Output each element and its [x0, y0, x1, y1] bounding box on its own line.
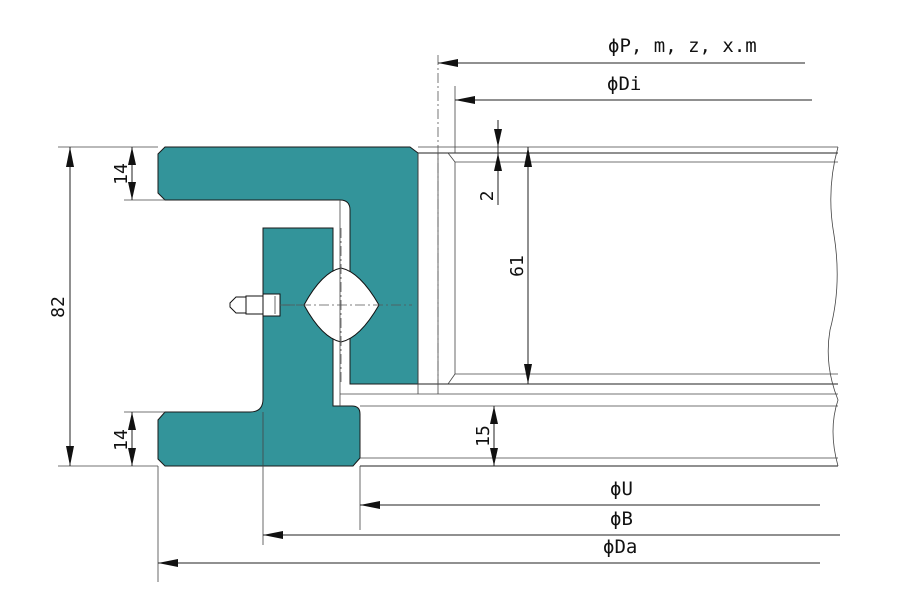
inner-height-dimension: 61 — [507, 147, 532, 384]
bottom-offset-dimension: 15 — [473, 406, 498, 466]
inner-height-value: 61 — [507, 255, 528, 277]
top-flange-dimension: 14 — [111, 147, 165, 201]
gap-value: 2 — [477, 191, 498, 202]
dimension-b-label: ϕB — [610, 508, 633, 530]
overall-height-value: 82 — [48, 296, 69, 318]
gear-body-outline — [339, 146, 839, 467]
dimension-da-label: ϕDa — [603, 536, 637, 558]
inner-diameter-dimension: ϕDi — [454, 73, 812, 153]
bottom-flange-dimension: 14 — [111, 411, 165, 466]
dimension-da: ϕDa — [157, 466, 820, 582]
bottom-flange-value: 14 — [111, 429, 132, 451]
inner-ring-section — [157, 227, 361, 467]
grease-nipple — [229, 293, 302, 317]
inner-diameter-label: ϕDi — [607, 73, 641, 95]
dimension-b: ϕB — [262, 412, 840, 545]
pitch-label: ϕP, m, z, x.m — [608, 35, 757, 57]
bottom-offset-value: 15 — [473, 425, 494, 447]
dimension-u-label: ϕU — [610, 478, 633, 500]
gap-dimension: 2 — [477, 120, 502, 205]
overall-height-dimension: 82 — [48, 146, 158, 467]
top-flange-value: 14 — [111, 163, 132, 185]
pitch-dimension: ϕP, m, z, x.m — [438, 35, 805, 67]
dimension-u: ϕU — [359, 466, 820, 530]
